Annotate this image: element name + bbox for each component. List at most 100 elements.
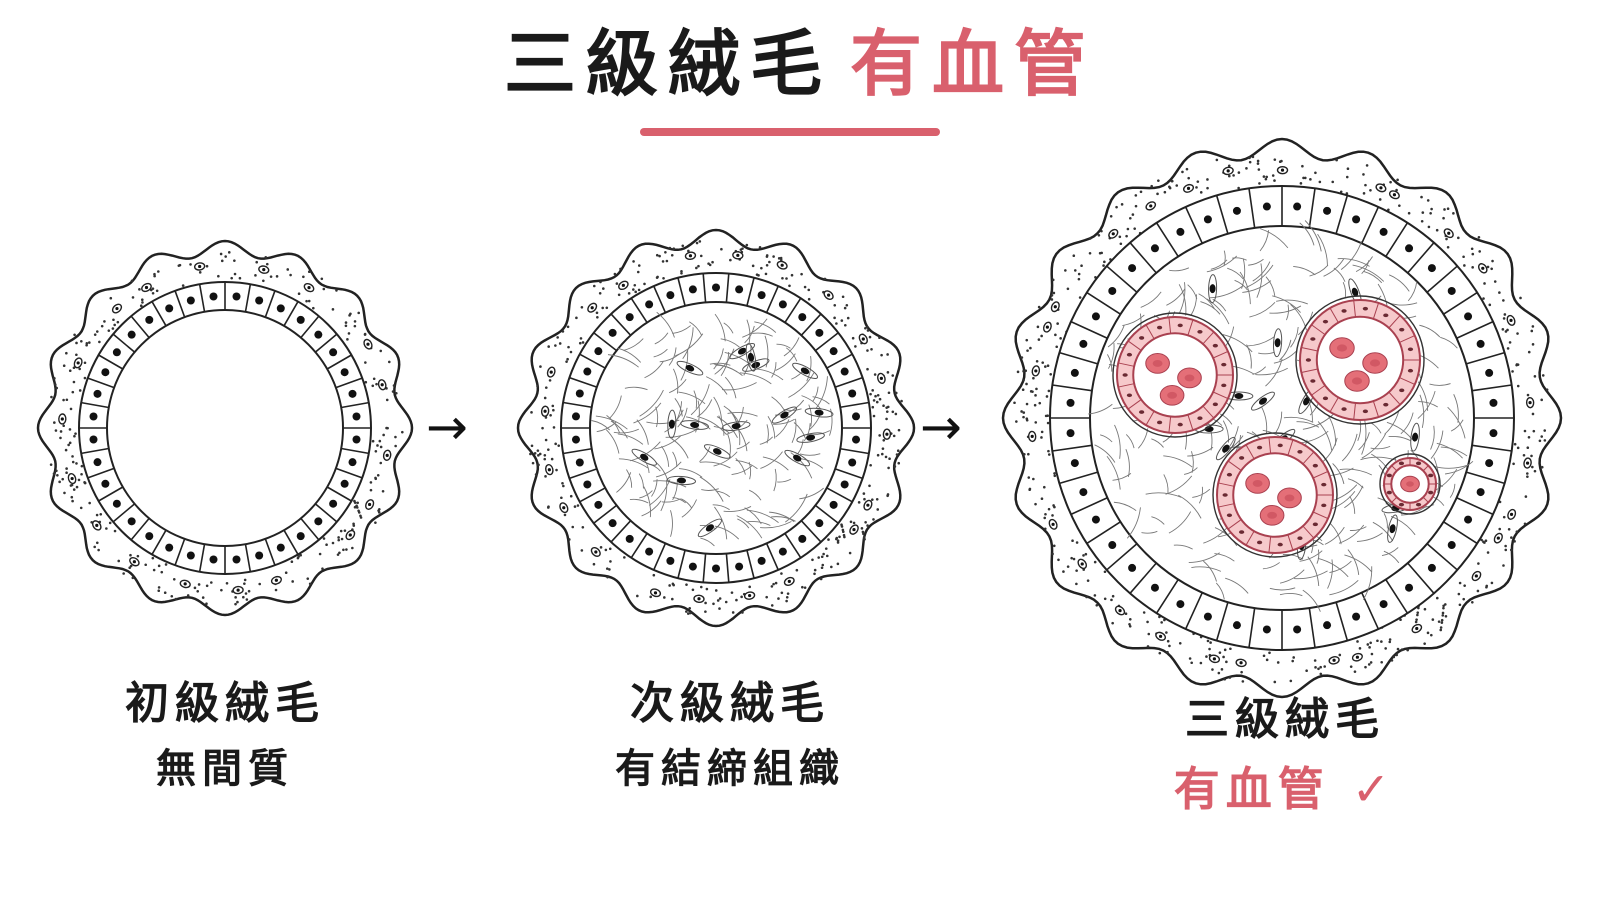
syncytium-dot <box>1506 347 1510 350</box>
syncytium-dot <box>704 601 707 605</box>
cell-wall <box>1248 188 1256 229</box>
syncytium-nucleus-dot <box>885 432 889 436</box>
connective-fiber <box>1279 593 1303 597</box>
connective-fiber <box>799 453 821 456</box>
syncytium-dot <box>592 284 596 288</box>
syncytium-dot <box>95 541 99 545</box>
syncytium-dot <box>1075 541 1079 544</box>
syncytium-dot <box>363 332 367 336</box>
syncytium-dot <box>1470 247 1474 251</box>
syncytium-dot <box>155 289 159 293</box>
syncytium-dot <box>681 244 685 248</box>
connective-fiber <box>1178 284 1187 316</box>
cell-wall <box>198 544 206 572</box>
connective-fiber <box>797 439 804 454</box>
syncytium-dot <box>1258 182 1261 185</box>
syncytium-dot <box>1406 648 1409 652</box>
cell-wall <box>765 543 779 571</box>
cell-nucleus <box>1070 368 1079 377</box>
syncytium-dot <box>627 292 631 295</box>
syncytium-dot <box>885 417 888 421</box>
fibroblast-nucleus <box>800 367 810 375</box>
fibroblast-nucleus <box>1412 432 1419 442</box>
syncytium-dot <box>1062 570 1065 573</box>
syncytium-dot <box>1110 598 1113 602</box>
syncytium-dot <box>655 276 659 279</box>
endothelial-wall <box>1127 340 1142 351</box>
cell-nucleus <box>829 347 838 356</box>
connective-fiber <box>748 461 752 480</box>
syncytium-dot <box>1237 171 1241 174</box>
connective-fiber <box>1145 492 1182 498</box>
syncytium-dot <box>1036 325 1040 329</box>
syncytium-dot <box>536 449 540 452</box>
syncytium-dot <box>844 323 847 327</box>
syncytium-dot <box>1077 277 1081 281</box>
syncytium-dot <box>686 612 690 615</box>
syncytium-dot <box>884 455 888 459</box>
syncytium-dot <box>1504 544 1507 548</box>
syncytium-dot <box>1064 269 1067 272</box>
cell-nucleus <box>276 543 285 552</box>
connective-fiber <box>1163 455 1193 468</box>
syncytium-nucleus-dot <box>76 361 80 365</box>
syncytium-dot <box>1533 375 1537 378</box>
cell-wall <box>1070 497 1108 516</box>
syncytium-dot <box>1510 536 1513 539</box>
endothelial-nucleus <box>1428 490 1434 495</box>
syncytium-dot <box>1195 186 1198 189</box>
connective-fiber <box>1419 324 1441 338</box>
syncytium-dot <box>598 292 602 295</box>
cell-wall <box>326 354 352 370</box>
cell-nucleus <box>1476 339 1485 348</box>
cell-wall <box>1385 222 1409 257</box>
connective-fiber <box>1249 302 1276 318</box>
endothelial-wall <box>1391 496 1398 503</box>
syncytium-dot <box>604 548 608 552</box>
connective-fiber <box>1223 250 1226 267</box>
syncytium-dot <box>821 563 825 567</box>
syncytium-dot <box>1075 569 1078 572</box>
cell-nucleus <box>1464 312 1473 321</box>
syncytium-dot <box>1013 401 1016 405</box>
syncytium-dot <box>1540 435 1544 438</box>
cell-nucleus <box>1352 215 1361 224</box>
connective-fiber <box>790 452 813 479</box>
syncytium-nucleus-dot <box>1474 574 1478 578</box>
syncytium-dot <box>1345 175 1349 179</box>
cell-nucleus <box>165 543 174 552</box>
red-blood-cell-center <box>1336 344 1348 352</box>
syncytium-dot <box>632 260 635 263</box>
connective-fiber <box>690 384 710 416</box>
connective-fiber <box>1445 460 1474 475</box>
cell-nucleus <box>645 547 654 556</box>
syncytium-dot <box>878 434 881 437</box>
connective-fiber <box>661 498 681 503</box>
syncytium-dot <box>98 340 101 344</box>
syncytium-dot <box>849 520 853 524</box>
connective-fiber <box>1390 516 1416 536</box>
connective-fiber <box>624 386 648 391</box>
syncytium-dot <box>72 488 76 491</box>
syncytium-dot <box>372 377 376 381</box>
syncytium-dot <box>79 506 83 510</box>
syncytium-dot <box>748 585 751 589</box>
syncytium-dot <box>1163 190 1167 194</box>
connective-fiber <box>639 389 664 417</box>
cell-nucleus <box>735 562 744 571</box>
syncytium-dot <box>871 389 874 392</box>
syncytium-dot <box>1278 160 1282 164</box>
syncytium-nucleus-dot <box>144 285 149 290</box>
syncytium-dot <box>305 299 308 303</box>
syncytium-dot <box>95 513 99 517</box>
endothelial-nucleus <box>1177 422 1183 427</box>
syncytium-dot <box>1022 378 1025 382</box>
cell-nucleus <box>127 517 136 526</box>
cell-wall <box>784 533 802 559</box>
syncytium-dot <box>824 547 828 550</box>
cell-wall <box>765 285 779 313</box>
syncytium-dot <box>1502 299 1505 302</box>
connective-fiber <box>1430 425 1435 450</box>
endothelial-wall <box>1268 536 1272 553</box>
syncytium-dot <box>1109 214 1113 218</box>
